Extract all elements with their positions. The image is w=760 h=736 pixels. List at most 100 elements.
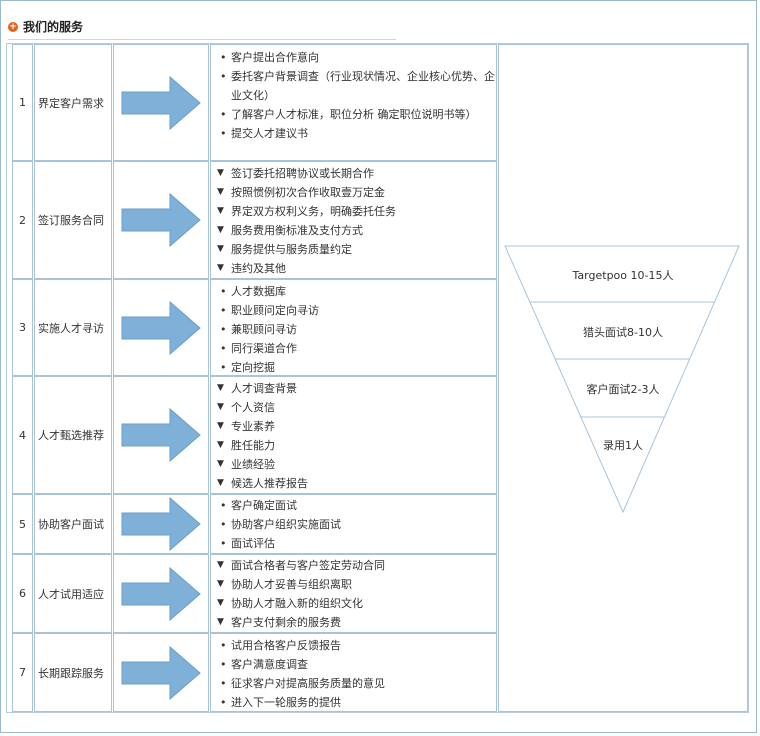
- list-item: ▼ 协助人才妥善与组织离职: [217, 575, 496, 594]
- list-item-text: 签订委托招聘协议或长期合作: [231, 167, 374, 180]
- arrow-cell: [113, 554, 209, 633]
- list-item: ▼专业素养: [217, 417, 496, 436]
- right-arrow-icon: [121, 300, 201, 355]
- bullet-dot-icon: •: [220, 51, 227, 64]
- list-item: • 客户提出合作意向: [217, 48, 496, 67]
- funnel-diagram: [504, 245, 740, 514]
- list-item-text: 职业顾问定向寻访: [231, 304, 319, 317]
- list-item-text: 了解客户人才标准，职位分析 确定职位说明书等）: [231, 108, 477, 121]
- list-item-text: 客户确定面试: [231, 499, 297, 512]
- step-number: 7: [12, 633, 33, 712]
- list-item: ▼ 违约及其他: [217, 259, 496, 278]
- triangle-down-icon: ▼: [217, 478, 224, 488]
- list-item-text: 服务费用衡标准及支付方式: [231, 224, 363, 237]
- list-item: •同行渠道合作: [217, 339, 496, 358]
- funnel-level-4: 录用1人: [603, 439, 643, 452]
- list-item: •提交人才建议书: [217, 124, 496, 143]
- list-item: • 客户满意度调查: [217, 655, 496, 674]
- list-item: • 试用合格客户反馈报告: [217, 636, 496, 655]
- list-item-text: 人才调查背景: [231, 382, 297, 395]
- list-item: • 征求客户对提高服务质量的意见: [217, 674, 496, 693]
- step-items: ▼人才调查背景▼个人资信▼专业素养▼胜任能力▼业绩经验▼候选人推荐报告: [210, 376, 497, 494]
- bullet-dot-icon: •: [220, 537, 227, 550]
- list-item: • 定向挖掘: [217, 358, 496, 377]
- list-item: ▼面试合格者与客户签定劳动合同: [217, 556, 496, 575]
- list-item-text: 按照惯例初次合作收取壹万定金: [231, 186, 385, 199]
- triangle-down-icon: ▼: [217, 579, 224, 589]
- step-label: 协助客户面试: [34, 494, 112, 554]
- triangle-down-icon: ▼: [217, 263, 224, 273]
- list-item-text: 定向挖掘: [231, 361, 275, 374]
- bullet-dot-icon: •: [220, 108, 227, 121]
- list-item-text: 同行渠道合作: [231, 342, 297, 355]
- arrow-cell: [113, 279, 209, 376]
- list-item-text: 面试合格者与客户签定劳动合同: [231, 559, 385, 572]
- list-item-text: 面试评估: [231, 537, 275, 550]
- triangle-down-icon: ▼: [217, 225, 224, 235]
- step-label: 实施人才寻访: [34, 279, 112, 376]
- arrow-cell: [113, 494, 209, 554]
- funnel-shape: [504, 245, 740, 514]
- list-item-text: 违约及其他: [231, 262, 286, 275]
- list-item-text: 专业素养: [231, 420, 275, 433]
- bullet-dot-icon: •: [220, 518, 227, 531]
- funnel-level-3: 客户面试2-3人: [586, 383, 660, 396]
- section-header: + 我们的服务: [8, 18, 83, 35]
- list-item: ▼业绩经验: [217, 455, 496, 474]
- list-item: ▼客户支付剩余的服务费: [217, 613, 496, 632]
- bullet-dot-icon: •: [220, 70, 227, 83]
- bullet-dot-icon: •: [220, 361, 227, 374]
- list-item: • 了解客户人才标准，职位分析 确定职位说明书等）: [217, 105, 496, 124]
- list-item: •职业顾问定向寻访: [217, 301, 496, 320]
- title-divider: [8, 39, 396, 40]
- triangle-down-icon: ▼: [217, 440, 224, 450]
- list-item-text: 客户满意度调查: [231, 658, 308, 671]
- right-arrow-icon: [121, 192, 201, 248]
- service-table: [6, 43, 749, 713]
- step-items: ▼ 签订委托招聘协议或长期合作 ▼ 按照惯例初次合作收取壹万定金 ▼界定双方权利义务，明…: [210, 161, 497, 279]
- list-item: ▼ 胜任能力: [217, 436, 496, 455]
- step-number: 6: [12, 554, 33, 633]
- list-item: ▼界定双方权利义务，明确委托任务: [217, 202, 496, 221]
- list-item-text: 试用合格客户反馈报告: [231, 639, 341, 652]
- triangle-down-icon: ▼: [217, 598, 224, 608]
- triangle-down-icon: ▼: [217, 383, 224, 393]
- arrow-cell: [113, 44, 209, 161]
- right-arrow-icon: [121, 566, 201, 621]
- list-item-text: 征求客户对提高服务质量的意见: [231, 677, 385, 690]
- list-item-text: 胜任能力: [231, 439, 275, 452]
- triangle-down-icon: ▼: [217, 402, 224, 412]
- list-item-text: 个人资信: [231, 401, 275, 414]
- right-arrow-icon: [121, 496, 201, 552]
- step-items: • 试用合格客户反馈报告 • 客户满意度调查 • 征求客户对提高服务质量的意见 •进入下一轮…: [210, 633, 497, 712]
- bullet-dot-icon: •: [220, 639, 227, 652]
- list-item-text: 协助客户组织实施面试: [231, 518, 341, 531]
- arrow-cell: [113, 633, 209, 712]
- funnel-panel: Targetpoo 10-15人 猎头面试8-10人 客户面试2-3人 录用1人: [498, 44, 748, 712]
- step-items: • 人才数据库 •职业顾问定向寻访•兼职顾问寻访•同行渠道合作• 定向挖掘: [210, 279, 497, 376]
- right-arrow-icon: [121, 75, 201, 130]
- list-item: •兼职顾问寻访: [217, 320, 496, 339]
- list-item-text: 进入下一轮服务的提供: [231, 696, 341, 709]
- step-label: 签订服务合同: [34, 161, 112, 279]
- list-item-text: 客户提出合作意向: [231, 51, 319, 64]
- bullet-dot-icon: •: [220, 677, 227, 690]
- triangle-down-icon: ▼: [217, 459, 224, 469]
- step-number: 4: [12, 376, 33, 494]
- step-number: 2: [12, 161, 33, 279]
- list-item: •进入下一轮服务的提供: [217, 693, 496, 712]
- list-item-text: 提交人才建议书: [231, 127, 308, 140]
- step-number: 1: [12, 44, 33, 161]
- list-item: ▼ 个人资信: [217, 398, 496, 417]
- list-item-text: 人才数据库: [231, 285, 286, 298]
- triangle-down-icon: ▼: [217, 206, 224, 216]
- step-number: 5: [12, 494, 33, 554]
- list-item-text: 协助人才妥善与组织离职: [231, 578, 352, 591]
- bullet-dot-icon: •: [220, 658, 227, 671]
- list-item: ▼ 人才调查背景: [217, 379, 496, 398]
